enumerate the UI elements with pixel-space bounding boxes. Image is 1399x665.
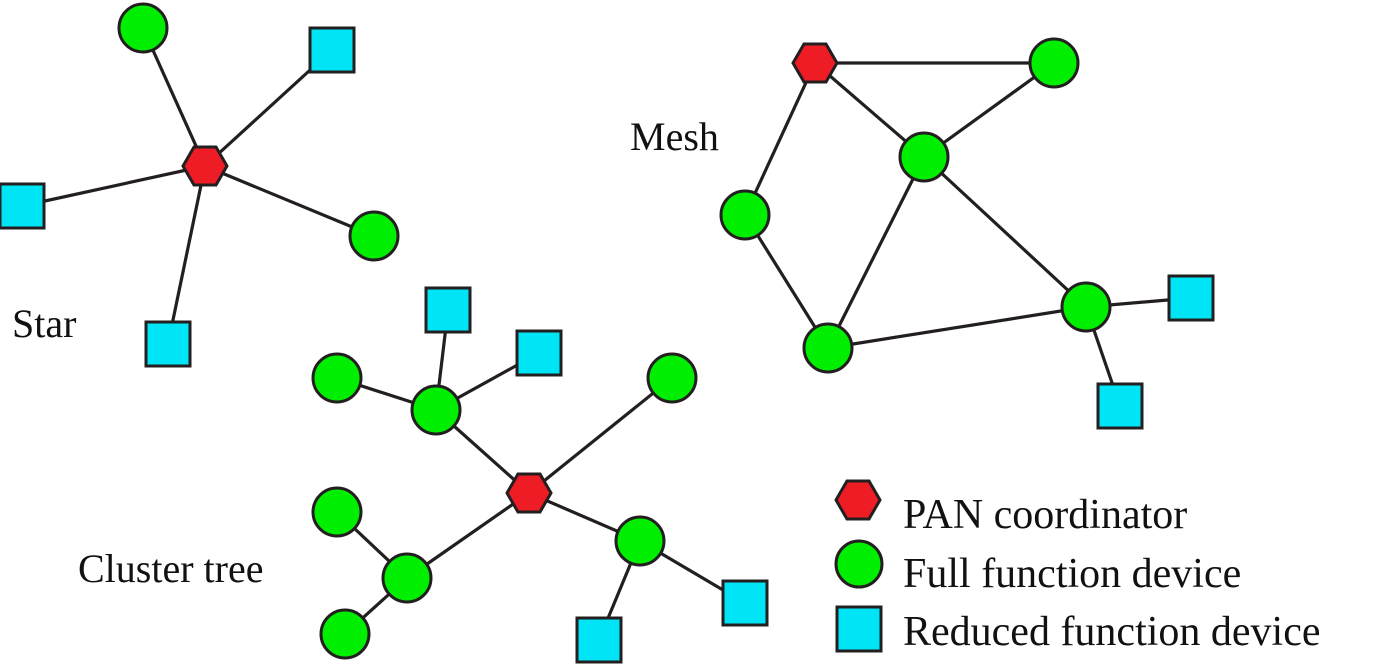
- reduced-function-device-node: [515, 329, 563, 377]
- pan-coordinator-node: [181, 145, 229, 187]
- legend-item-reduced-function-device: Reduced function device: [835, 605, 1321, 655]
- full-function-device-node: [381, 552, 433, 604]
- mesh-edges: [743, 61, 1192, 407]
- legend-item-pan-coordinator: PAN coordinator: [834, 479, 1187, 538]
- legend: PAN coordinator Full function device Red…: [834, 479, 1321, 655]
- full-function-device-node: [410, 384, 462, 436]
- reduced-function-device-node: [575, 616, 623, 664]
- star-label: Star: [12, 301, 76, 346]
- legend-item-full-function-device: Full function device: [834, 539, 1241, 597]
- full-function-device-node: [719, 189, 771, 241]
- star-topology: Star: [0, 2, 400, 368]
- full-function-device-node: [311, 486, 363, 538]
- mesh-topology: Mesh: [630, 37, 1215, 430]
- hexagon-icon: [834, 479, 882, 521]
- mesh-edge: [922, 155, 1088, 309]
- mesh-edge: [826, 156, 926, 349]
- full-function-device-node: [1028, 37, 1080, 89]
- cluster-tree-nodes: [311, 286, 769, 664]
- full-function-device-node: [898, 131, 950, 183]
- mesh-nodes: [719, 37, 1215, 430]
- full-function-device-node: [311, 352, 363, 404]
- full-function-device-node: [802, 322, 854, 374]
- mesh-edge: [743, 62, 817, 216]
- full-function-device-node: [614, 515, 666, 567]
- star-edge: [204, 164, 375, 238]
- reduced-function-device-node: [1167, 274, 1215, 322]
- cluster-tree-edge: [527, 376, 674, 495]
- legend-label-full-function-device: Full function device: [903, 551, 1241, 597]
- full-function-device-node: [319, 608, 371, 660]
- mesh-edge: [743, 214, 830, 349]
- pan-coordinator-node: [505, 472, 553, 514]
- legend-label-pan-coordinator: PAN coordinator: [903, 492, 1187, 538]
- star-edge: [21, 164, 206, 208]
- square-icon: [835, 605, 883, 653]
- reduced-function-device-node: [721, 579, 769, 627]
- legend-label-reduced-function-device: Reduced function device: [903, 609, 1321, 655]
- star-nodes: [0, 2, 400, 368]
- mesh-label: Mesh: [630, 114, 719, 159]
- reduced-function-device-node: [1096, 382, 1144, 430]
- full-function-device-node: [348, 210, 400, 262]
- circle-icon: [834, 539, 884, 589]
- reduced-function-device-node: [144, 320, 192, 368]
- full-function-device-node: [117, 2, 169, 54]
- reduced-function-device-node: [308, 26, 356, 74]
- reduced-function-device-node: [0, 182, 46, 230]
- pan-coordinator-node: [791, 42, 839, 84]
- full-function-device-node: [1060, 281, 1112, 333]
- mesh-edge: [923, 61, 1055, 159]
- cluster-tree-topology: Cluster tree: [78, 286, 769, 664]
- full-function-device-node: [646, 352, 698, 404]
- cluster-tree-label: Cluster tree: [78, 546, 264, 591]
- star-edge: [166, 165, 207, 345]
- mesh-edge: [827, 305, 1087, 350]
- reduced-function-device-node: [424, 286, 472, 334]
